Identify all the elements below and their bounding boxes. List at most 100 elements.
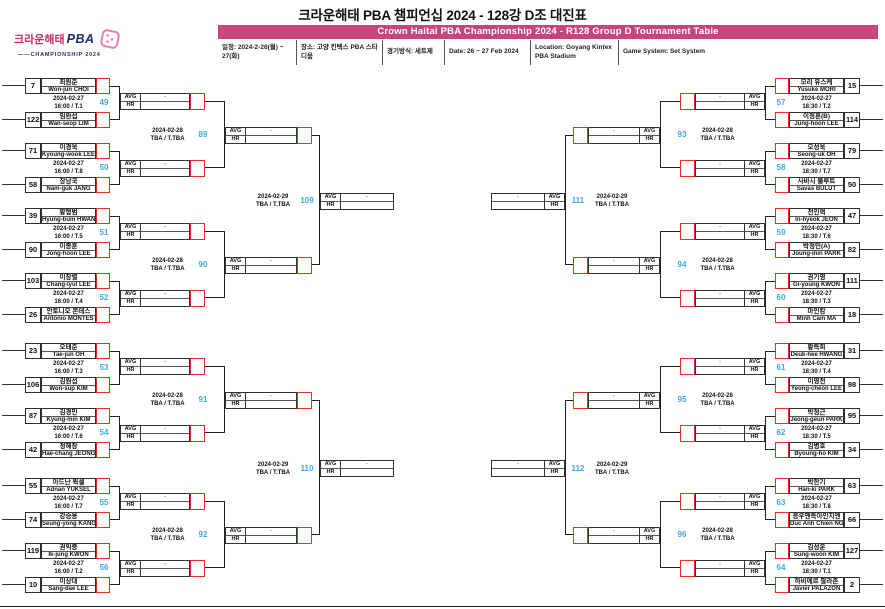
score-cell — [680, 358, 695, 375]
match-date: 2024-02-27 — [53, 496, 84, 502]
entry-line — [2, 215, 25, 216]
avg-label: AVG — [121, 161, 141, 169]
match-time: TBA / T.TBA — [255, 469, 291, 476]
score-cell — [775, 512, 789, 528]
player-name-en: Wan-seop LIM — [48, 121, 89, 127]
avg-label: AVG — [226, 258, 246, 266]
match-time: TBA / T.TBA — [594, 469, 630, 476]
player-name-en: Yusuke MORI — [797, 87, 836, 93]
player-seed: 95 — [844, 408, 860, 424]
entry-line — [2, 350, 25, 351]
player-name-en: Javier PALAZON — [792, 586, 841, 592]
player-name-en: Jung-hoon LEE — [794, 121, 839, 127]
score-cell — [680, 93, 695, 110]
player-name-kr: 김성운 — [790, 544, 843, 552]
dice-icon — [99, 29, 120, 49]
player-name-en: Tae-jun OH — [52, 352, 85, 358]
avg-label: AVG — [121, 291, 141, 299]
connector-line — [660, 501, 680, 568]
score-cell — [96, 78, 110, 94]
match-time: TBA / T.TBA — [150, 136, 185, 142]
player-seed: 79 — [844, 143, 860, 159]
match-date: 2024-02-27 — [801, 361, 832, 367]
entry-line — [860, 119, 883, 120]
match-number: 57 — [776, 98, 786, 107]
player-name-en: Hyung-bum HWANG — [42, 217, 95, 223]
player-name-kr: 황득희 — [790, 344, 843, 352]
match-time: 16:00 / T.4 — [54, 299, 83, 305]
match-date: 2024-02-27 — [801, 426, 832, 432]
hr-label: HR — [639, 136, 659, 143]
player-seed: 2 — [844, 577, 860, 593]
entry-line — [2, 249, 25, 250]
match-number: 91 — [198, 395, 208, 404]
hr-value — [141, 299, 189, 306]
match-number: 49 — [99, 98, 109, 107]
match-time: 16:00 / T.5 — [54, 234, 83, 240]
entry-line — [860, 249, 883, 250]
connector-line — [660, 366, 680, 433]
entry-line — [2, 314, 25, 315]
match-time: TBA / T.TBA — [255, 202, 291, 208]
connector-line — [110, 551, 120, 585]
match-time: 18:30 / T.7 — [802, 169, 831, 175]
score-cell — [190, 93, 205, 110]
score-cell — [775, 408, 789, 424]
hr-value — [696, 232, 744, 239]
hr-value — [696, 299, 744, 306]
score-cell — [775, 273, 789, 289]
avg-value: - — [141, 359, 189, 367]
match-date: 2024-02-28 — [702, 258, 733, 264]
avg-value: - — [341, 194, 393, 202]
match-date: 2024-02-28 — [152, 393, 183, 399]
avg-label: AVG — [744, 224, 764, 232]
player-name-kr: 모리 유스케 — [790, 79, 843, 87]
player-seed: 106 — [25, 377, 41, 393]
player-seed: 87 — [25, 408, 41, 424]
player-seed: 39 — [25, 208, 41, 224]
avg-value: - — [696, 291, 744, 299]
score-cell — [573, 127, 588, 144]
match-date: 2024-02-27 — [53, 291, 84, 297]
player-name-en: Sung-woon KIM — [793, 552, 840, 558]
match-time: 16:00 / T.3 — [54, 369, 83, 375]
avg-value: - — [246, 528, 296, 536]
player-name-en: Kyoung-wook LEE — [42, 152, 95, 158]
connector-line — [110, 416, 120, 450]
hr-label: HR — [544, 201, 564, 209]
score-cell — [680, 223, 695, 240]
match-date: 2024-02-28 — [702, 393, 733, 399]
match-time: 16:00 / T.6 — [54, 434, 83, 440]
match-number: 61 — [776, 363, 786, 372]
score-cell — [96, 543, 110, 559]
hr-label: HR — [121, 569, 141, 576]
avg-label: AVG — [744, 161, 764, 169]
match-date: 2024-02-29 — [596, 194, 628, 200]
player-seed: 31 — [844, 343, 860, 359]
info-cell-venue-kr: 장소: 고양 킨텍스 PBA 스타디움 — [296, 40, 382, 65]
match-time: 18:30 / T.6 — [802, 234, 831, 240]
match-number: 50 — [99, 163, 109, 172]
info-cell-date-en: Date: 26 ~ 27 Feb 2024 — [444, 40, 530, 65]
connector-line — [765, 351, 775, 385]
player-name-kr: 박정민(A) — [790, 243, 843, 251]
avg-value: - — [589, 528, 639, 536]
player-name-kr: 오태준 — [42, 344, 95, 352]
match-time: 16:00 / T.8 — [54, 169, 83, 175]
player-name-en: Seung-yong KANG — [42, 521, 95, 527]
connector-line — [110, 216, 120, 250]
avg-label: AVG — [544, 461, 564, 469]
